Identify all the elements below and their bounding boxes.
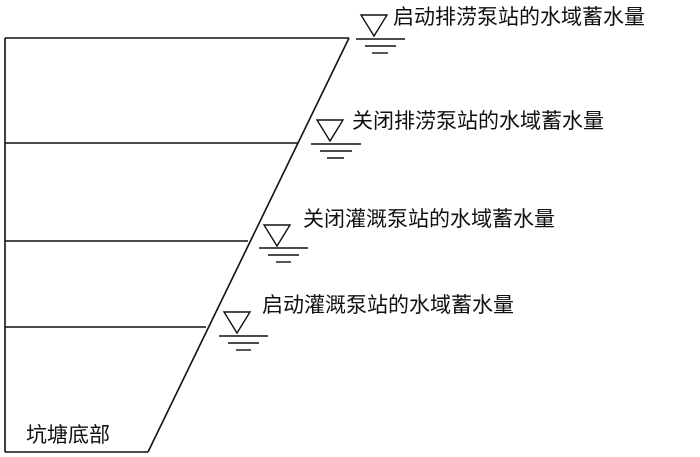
water-level-marker-4: 启动灌溉泵站的水域蓄水量 [219, 293, 514, 351]
water-level-triangle-icon [359, 14, 389, 38]
water-level-triangle-icon [222, 311, 252, 335]
water-level-label-2: 关闭排涝泵站的水域蓄水量 [352, 109, 604, 133]
water-level-marker-2: 关闭排涝泵站的水域蓄水量 [311, 109, 604, 159]
pond-outline [4, 37, 350, 453]
water-level-label-1: 启动排涝泵站的水域蓄水量 [393, 5, 645, 29]
water-level-marker-1: 启动排涝泵站的水域蓄水量 [356, 5, 645, 54]
water-level-lines [5, 142, 298, 328]
pond-sloped-wall [147, 37, 350, 453]
water-level-label-3: 关闭灌溉泵站的水域蓄水量 [303, 207, 555, 231]
water-level-label-4: 启动灌溉泵站的水域蓄水量 [262, 293, 514, 317]
water-level-triangle-icon [315, 119, 345, 143]
water-level-triangle-icon [262, 224, 292, 248]
pond-bottom-label: 坑塘底部 [26, 423, 110, 447]
water-level-marker-3: 关闭灌溉泵站的水域蓄水量 [259, 207, 555, 263]
